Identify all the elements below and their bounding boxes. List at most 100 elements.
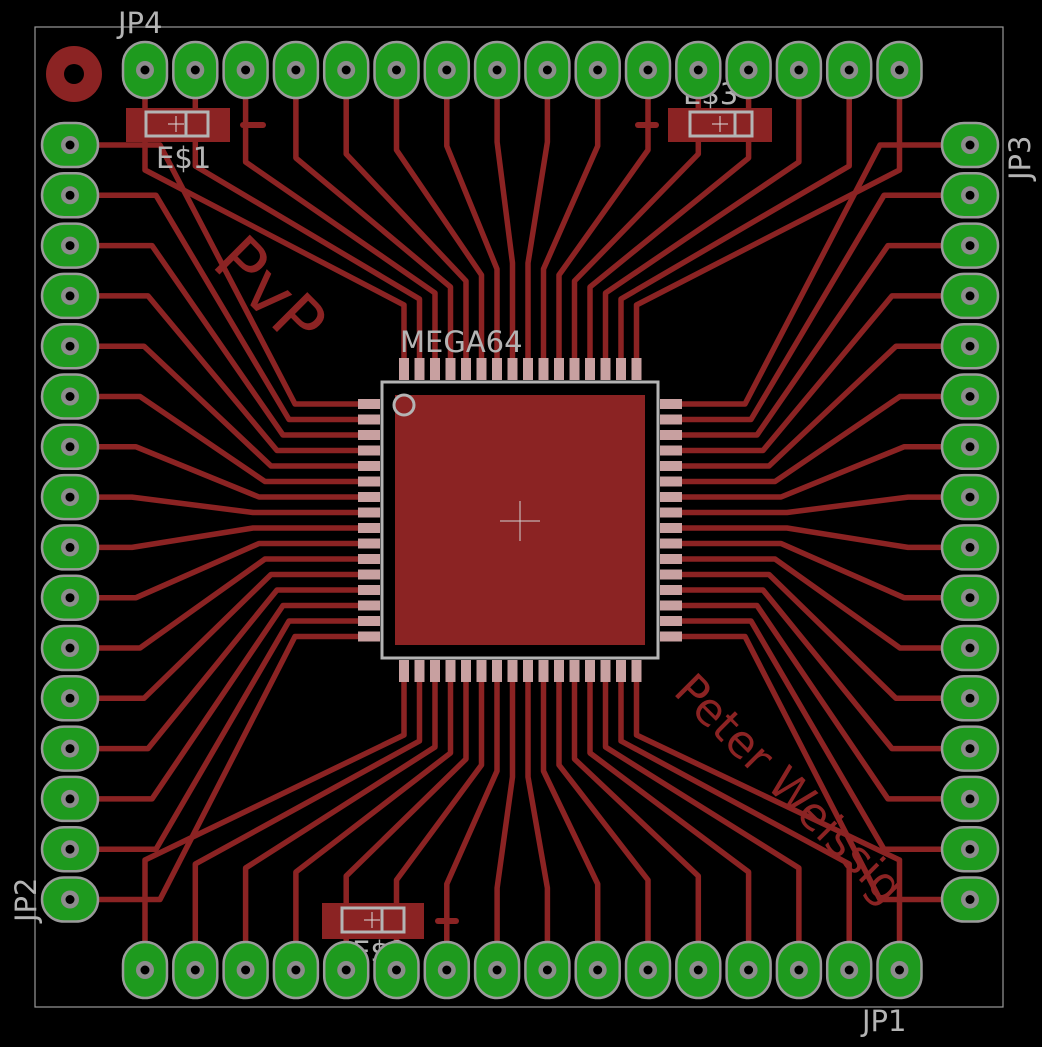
trace-left: [67, 556, 371, 651]
header-jp4: JP4: [116, 6, 923, 100]
chip-pad: [600, 660, 611, 682]
trace-right: [669, 142, 973, 407]
header-pin: [624, 40, 672, 100]
chip-pad: [660, 616, 682, 626]
chip-pad: [660, 538, 682, 549]
header-pin: [624, 940, 672, 1000]
header-pin: [40, 775, 100, 823]
trace-left: [67, 587, 371, 752]
trace-top: [633, 67, 903, 371]
header-pin: [940, 524, 1000, 571]
chip-pad: [445, 660, 456, 682]
header-pin: [40, 222, 100, 269]
trace-left: [67, 192, 371, 423]
header-pin: [940, 222, 1000, 269]
trace-bottom: [618, 669, 852, 971]
trace-bottom: [540, 669, 601, 971]
chip-pad: [660, 461, 682, 471]
trace-right: [669, 587, 973, 752]
chip-pad: [523, 358, 533, 380]
header-pin: [940, 675, 1000, 722]
chip-pad: [554, 358, 564, 380]
header-pin: [40, 121, 100, 169]
header-pin: [222, 940, 269, 1000]
header-pin: [775, 40, 823, 100]
header-jp3: JP3: [940, 121, 1037, 923]
chip-pad: [358, 538, 380, 549]
trace-bottom: [192, 669, 423, 971]
header-pin: [40, 524, 100, 571]
jp2-pin-row: [40, 121, 100, 923]
trace-top: [556, 67, 651, 371]
header-pin: [40, 675, 100, 722]
chip-pad: [660, 445, 682, 456]
header-pin: [574, 940, 621, 1000]
trace-right: [669, 571, 973, 702]
trace-left: [67, 618, 371, 852]
chip-pad: [585, 358, 595, 380]
chip-pad: [507, 660, 518, 682]
trace-left: [67, 444, 371, 500]
chip-pad: [660, 585, 682, 595]
chip-pad: [476, 358, 487, 380]
header-pin: [825, 940, 873, 1000]
trace-bottom: [556, 669, 651, 971]
chip-pad: [660, 523, 682, 533]
chip-pad: [507, 358, 518, 380]
trace-left: [67, 494, 371, 516]
pin1-marker: [392, 393, 416, 417]
chip-pad: [585, 660, 595, 682]
component-e1: E$1: [126, 108, 266, 175]
trace-top: [540, 67, 601, 371]
trace-left: [67, 602, 371, 802]
chip-pad: [358, 616, 380, 626]
jp4-pin-row: [121, 40, 923, 100]
trace-left: [67, 293, 371, 454]
trace-right: [669, 633, 973, 903]
chip-pad: [660, 600, 682, 611]
header-pin: [121, 40, 169, 100]
header-pin: [40, 725, 100, 772]
trace-top: [293, 67, 454, 371]
trace-right: [669, 602, 973, 802]
chip-pad: [616, 660, 626, 682]
trace-bottom: [633, 669, 903, 971]
header-pin: [524, 940, 571, 1000]
header-pin: [940, 423, 1000, 471]
chip-label: MEGA64: [400, 325, 523, 359]
board-outline: [34, 26, 1004, 1008]
chip-pad: [660, 507, 682, 518]
chip-pad: [358, 507, 380, 518]
trace-right: [669, 494, 973, 516]
trace-top: [343, 67, 469, 371]
copper-traces: [67, 67, 973, 971]
header-pin: [40, 574, 100, 621]
trace-bottom: [587, 669, 752, 971]
trace-left: [67, 142, 371, 407]
chip-pad: [430, 660, 440, 682]
header-pin: [675, 940, 722, 1000]
jp1-pin-row: [121, 940, 923, 1000]
chip-pads: [358, 358, 682, 682]
trace-bottom: [293, 669, 454, 971]
header-pin: [940, 373, 1000, 420]
header-pin: [373, 940, 420, 1000]
header-pin: [524, 40, 571, 100]
chip-pad: [492, 358, 502, 380]
header-pin: [121, 940, 169, 1000]
trace-left: [67, 525, 371, 551]
header-pin: [876, 40, 923, 100]
chip-pad: [660, 476, 682, 487]
chip-pad: [569, 358, 580, 380]
chip-pad: [358, 430, 380, 440]
header-pin: [272, 940, 320, 1000]
trace-bottom: [525, 669, 551, 971]
chip-pad: [358, 414, 380, 425]
chip-pad: [538, 358, 549, 380]
header-pin: [40, 876, 100, 923]
jp3-label: JP3: [1003, 136, 1037, 183]
chip-pad: [445, 358, 456, 380]
chip-pad: [523, 660, 533, 682]
